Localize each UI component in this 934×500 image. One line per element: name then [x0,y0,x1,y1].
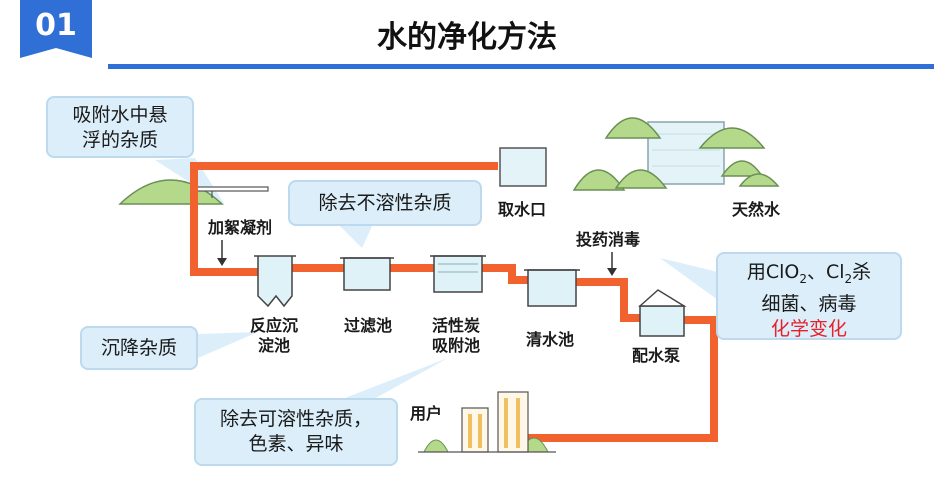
disinfect-arrow [607,252,617,276]
intake-label: 取水口 [498,200,547,219]
sedimentation-tank-shape [254,255,296,308]
disinfect-label: 投药消毒 [576,230,641,249]
callout-adsorb-line2: 浮的杂质 [81,129,158,151]
callout-settle-text: 沉降杂质 [100,337,177,359]
natural-water-scene [572,117,780,191]
callout-soluble-line1: 除去可溶性杂质， [219,408,372,430]
callout-insoluble-text: 除去不溶性杂质 [318,192,452,214]
callout-disinfect-line3: 化学变化 [770,317,847,340]
pipeline [190,162,718,442]
callout-soluble: 除去可溶性杂质， 色素、异味 [194,398,398,466]
flocculant-arrow [217,240,227,266]
flocculant-label: 加絮凝剂 [208,218,273,237]
pump-house-shape [638,289,687,337]
carbon-label-2: 吸附池 [432,336,481,355]
callout-disinfect-line2: 细菌、病毒 [761,292,857,315]
sedimentation-label-1: 反应沉 [250,316,299,335]
sedimentation-label-2: 淀池 [258,336,291,355]
filter-label: 过滤池 [344,316,393,335]
pointer-disinfect [660,258,718,300]
carbon-tank-shape [430,255,486,293]
callout-settle: 沉降杂质 [80,326,198,370]
callout-adsorb-line1: 吸附水中悬 [72,104,168,126]
dosing-pipe [195,186,269,192]
title-underline [108,64,934,69]
page-title: 水的净化方法 [377,20,557,55]
callout-soluble-line2: 色素、异味 [248,433,344,455]
pump-label: 配水泵 [632,346,681,365]
callout-disinfect: 用ClO2、Cl2杀 细菌、病毒 化学变化 [716,252,902,340]
natural-water-label: 天然水 [732,200,781,219]
clear-water-label: 清水池 [526,330,575,349]
section-number: 01 [35,8,77,43]
pointer-insoluble [340,226,372,248]
user-label: 用户 [410,404,443,423]
user-buildings [418,391,556,453]
callout-adsorb: 吸附水中悬 浮的杂质 [46,96,194,158]
clear-water-tank-shape [524,269,580,307]
callout-insoluble: 除去不溶性杂质 [288,180,482,226]
filter-tank-shape [340,257,394,291]
intake-box [499,147,547,187]
section-badge-shape [20,0,92,58]
pointer-settle [198,332,258,358]
callout-disinfect-line1: 用ClO2、Cl2杀 [746,261,872,286]
carbon-label-1: 活性炭 [432,316,481,335]
pointer-soluble [340,358,448,400]
